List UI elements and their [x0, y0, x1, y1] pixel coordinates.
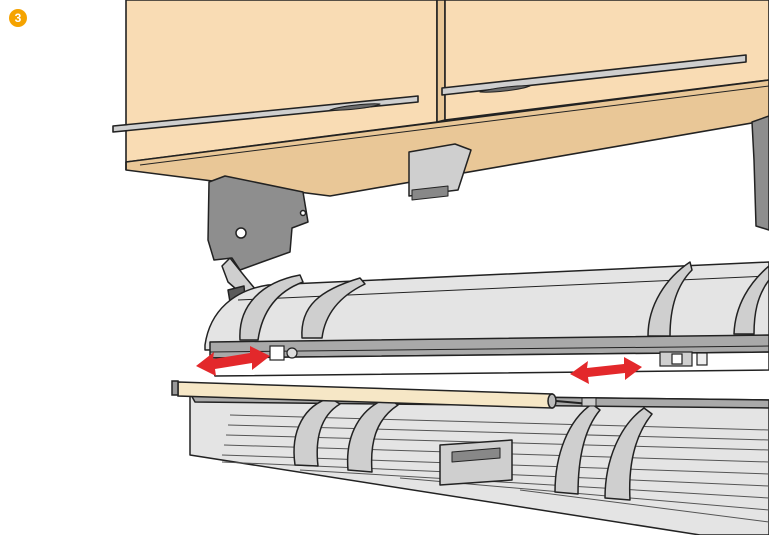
handle-right	[441, 54, 747, 96]
rail-clips	[269, 345, 708, 367]
handle-left	[112, 95, 419, 133]
bracket-right	[751, 115, 769, 231]
bracket-middle	[408, 143, 472, 197]
bracket-left	[207, 175, 309, 271]
step-number-badge: 3	[9, 9, 27, 27]
cross-rod	[171, 380, 597, 409]
wall-cabinets	[112, 0, 769, 197]
double-arrow-icon	[196, 346, 270, 376]
double-arrow-icon	[570, 357, 642, 384]
tray-handle	[439, 439, 513, 486]
mounting-brackets	[207, 115, 769, 315]
front-rail	[209, 334, 769, 359]
cabinet-left-edge	[436, 0, 446, 123]
